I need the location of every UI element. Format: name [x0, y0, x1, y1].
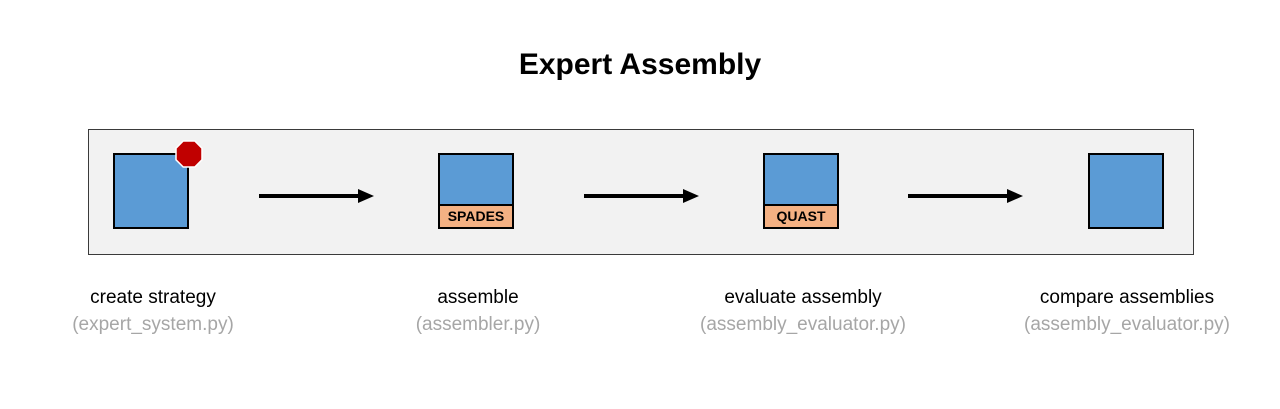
- arrow-icon: [584, 189, 699, 203]
- step-create-strategy-box: [113, 153, 189, 229]
- step-label: assemble: [437, 287, 519, 308]
- step-label: evaluate assembly: [724, 287, 882, 308]
- step-caption-assemble: assemble (assembler.py): [328, 284, 628, 338]
- step-caption-evaluate: evaluate assembly (assembly_evaluator.py…: [653, 284, 953, 338]
- step-caption-compare: compare assemblies (assembly_evaluator.p…: [977, 284, 1277, 338]
- step-file: (assembler.py): [415, 314, 541, 335]
- tool-label-spades: SPADES: [438, 204, 514, 229]
- step-caption-create-strategy: create strategy (expert_system.py): [3, 284, 303, 338]
- diagram-title: Expert Assembly: [518, 48, 762, 81]
- step-assemble-box: SPADES: [438, 153, 514, 229]
- tool-label-quast: QUAST: [763, 204, 839, 229]
- arrow-icon: [908, 189, 1023, 203]
- step-label: create strategy: [90, 287, 216, 308]
- step-compare-box: [1088, 153, 1164, 229]
- stop-icon: [175, 140, 203, 168]
- step-file: (assembly_evaluator.py): [1024, 314, 1230, 335]
- step-label: compare assemblies: [1039, 287, 1215, 308]
- arrow-icon: [259, 189, 374, 203]
- step-file: (expert_system.py): [72, 314, 234, 335]
- step-evaluate-box: QUAST: [763, 153, 839, 229]
- step-file: (assembly_evaluator.py): [700, 314, 906, 335]
